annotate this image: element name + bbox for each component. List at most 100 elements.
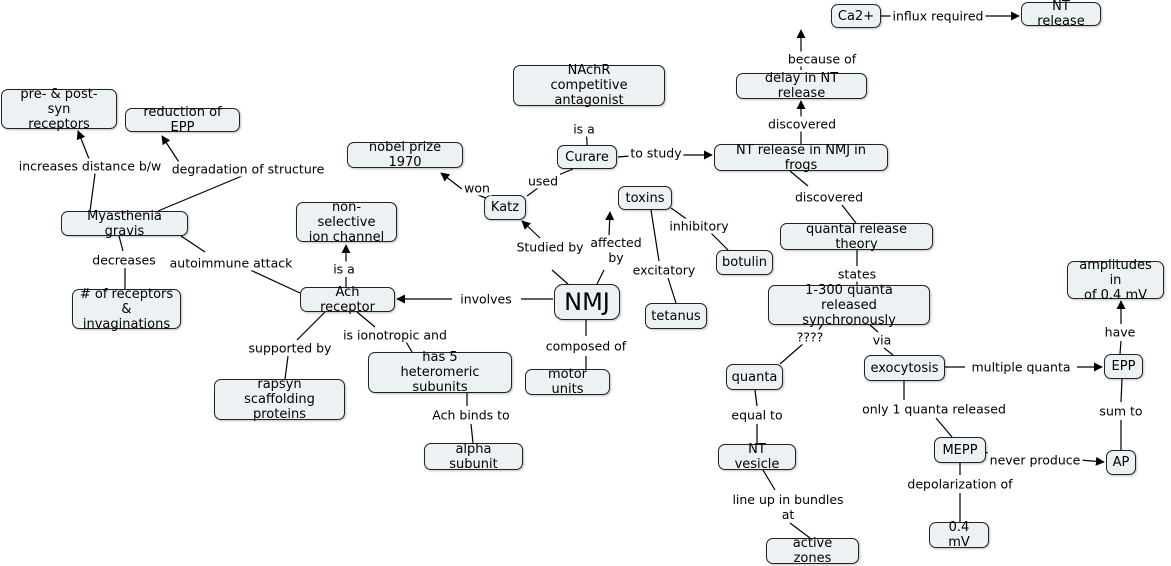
connector-line (1119, 340, 1122, 355)
connector-line (296, 311, 326, 341)
connector-line (356, 311, 376, 328)
node-num-receptors[interactable]: # of receptors & invaginations (72, 287, 181, 332)
node-quantal-theory[interactable]: quantal release theory (780, 222, 933, 252)
link-increases-distance: increases distance b/w (16, 158, 164, 174)
node-ap[interactable]: AP (1106, 450, 1136, 475)
node-reduction-epp[interactable]: reduction of EPP (125, 105, 240, 135)
connector-line (841, 204, 857, 224)
link-degradation: degradation of structure (169, 161, 327, 177)
connector-line (440, 172, 463, 190)
connector-line (596, 269, 605, 285)
link-only-1: only 1 quanta released (860, 401, 1008, 417)
link-multiple-quanta: multiple quanta (969, 359, 1073, 375)
connector-line (157, 175, 243, 212)
link-ach-binds: Ach binds to (430, 407, 512, 423)
link-composed-of: composed of (543, 338, 629, 354)
node-ca2[interactable]: Ca2+ (831, 4, 881, 28)
connector-line (89, 173, 96, 212)
link-question: ???? (794, 329, 826, 345)
node-nt-release-top[interactable]: NT release (1021, 0, 1101, 29)
node-curare[interactable]: Curare (557, 145, 617, 169)
link-studied-by: Studied by (514, 239, 586, 255)
node-nmj[interactable]: NMJ (554, 284, 620, 320)
link-line-up: line up in bundles at (730, 492, 846, 522)
link-to-study: to study (628, 145, 684, 161)
connector-line (605, 211, 615, 237)
connector-line (935, 417, 953, 438)
link-equal-to: equal to (729, 407, 785, 423)
connector-line (1120, 378, 1123, 403)
connector-line (245, 267, 301, 294)
connector-line (617, 155, 631, 158)
link-discovered-theory: discovered (792, 189, 866, 205)
node-nachr[interactable]: NAchR competitive antagonist (513, 63, 665, 108)
node-nt-frogs[interactable]: NT release in NMJ in frogs (714, 143, 888, 173)
link-depolarization: depolarization of (905, 476, 1015, 492)
node-quanta-sync[interactable]: 1-300 quanta released synchronously (768, 283, 930, 328)
link-autoimmune: autoimmune attack (167, 255, 295, 271)
link-is-ionotropic: is ionotropic and (341, 327, 449, 343)
connector-line (789, 522, 811, 539)
link-via: via (870, 332, 894, 348)
node-has5[interactable]: has 5 heteromeric subunits (368, 350, 512, 395)
node-toxins[interactable]: toxins (618, 186, 672, 210)
connector-line (670, 207, 689, 221)
link-excitatory: excitatory (630, 262, 698, 278)
connector-line (883, 347, 894, 356)
connector-line (762, 469, 776, 491)
node-delay[interactable]: delay in NT release (736, 71, 867, 101)
link-is-a-channel: is a (331, 261, 357, 277)
link-sum-to: sum to (1097, 403, 1145, 419)
connector-line (754, 389, 758, 407)
node-active-zones[interactable]: active zones (766, 536, 859, 566)
link-inhibitory: inhibitory (667, 218, 731, 234)
link-is-a-curare: is a (571, 121, 597, 137)
link-affected-by: affected by (588, 235, 644, 265)
link-won: won (462, 180, 492, 196)
link-states: states (835, 266, 879, 282)
connector-line (521, 220, 541, 239)
connector-line (118, 235, 124, 252)
link-because-of: because of (785, 51, 859, 67)
node-epp[interactable]: EPP (1104, 354, 1143, 379)
connector-line (869, 324, 879, 333)
connector-line (284, 355, 289, 380)
link-involves: involves (458, 291, 514, 307)
node-non-selective[interactable]: non-selective ion channel (296, 200, 397, 245)
connector-line (1079, 456, 1105, 466)
connector-line (789, 170, 809, 187)
node-amplitudes[interactable]: amplitudes in of 0.4 mV (1067, 258, 1164, 303)
node-katz[interactable]: Katz (484, 195, 526, 220)
node-nobel[interactable]: nobel prize 1970 (347, 140, 463, 170)
connector-line (551, 269, 569, 285)
link-never-produce: never produce (987, 452, 1083, 468)
link-have: have (1102, 324, 1138, 340)
node-tetanus[interactable]: tetanus (645, 303, 707, 329)
node-myasthenia[interactable]: Myasthenia gravis (61, 209, 188, 239)
connector-line (180, 235, 206, 253)
node-alpha[interactable]: alpha subunit (424, 442, 523, 472)
connector-line (667, 277, 677, 304)
node-quanta[interactable]: quanta (726, 364, 783, 390)
node-mepp[interactable]: MEPP (934, 437, 986, 463)
link-used: used (525, 173, 561, 189)
node-rapsyn[interactable]: rapsyn scaffolding proteins (214, 377, 345, 422)
connector-line (470, 423, 474, 444)
node-pre-post[interactable]: pre- & post- syn receptors (1, 87, 117, 132)
node-motor-units[interactable]: motor units (525, 367, 610, 397)
connector-line (709, 231, 729, 251)
link-discovered-delay: discovered (765, 116, 839, 132)
link-influx-required: influx required (890, 8, 986, 24)
link-supported-by: supported by (246, 340, 334, 356)
connector-line (779, 342, 805, 365)
connector-line (526, 187, 539, 197)
link-decreases: decreases (90, 252, 158, 268)
node-exocytosis[interactable]: exocytosis (864, 355, 945, 381)
node-mv04[interactable]: 0.4 mV (929, 520, 989, 550)
node-botulin[interactable]: botulin (716, 250, 773, 275)
connector-line (650, 209, 660, 262)
node-ach-receptor[interactable]: Ach receptor (300, 285, 395, 315)
node-nt-vesicle[interactable]: NT vesicle (718, 442, 796, 472)
